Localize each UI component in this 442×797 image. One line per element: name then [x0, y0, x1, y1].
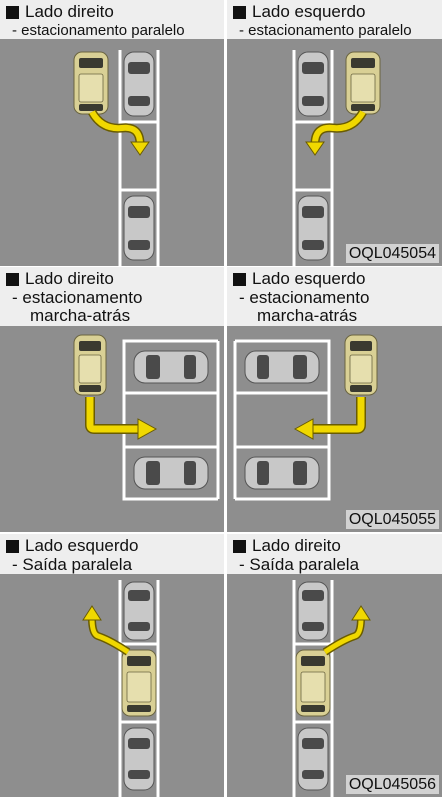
parking-lines: [118, 50, 160, 266]
caption-title: Lado esquerdo: [25, 536, 139, 555]
parallel-parking-left-illustration: [292, 50, 381, 266]
caption-title: Lado direito: [25, 269, 114, 288]
caption: Lado esquerdo - estacionamento marcha-at…: [227, 267, 442, 327]
caption: Lado direito - estacionamento marcha-atr…: [0, 267, 224, 327]
caption-line-3: marcha-atrás: [30, 306, 131, 326]
maneuvering-car: [295, 649, 331, 717]
maneuver-arrow: [305, 109, 367, 156]
figure-code: OQL045055: [345, 510, 439, 529]
parked-car-bottom: [133, 456, 209, 490]
caption-subtitle: - Saída paralela: [239, 554, 360, 574]
parked-car-bottom: [123, 195, 155, 261]
bullet-square: [233, 5, 246, 19]
maneuvering-car: [345, 51, 381, 115]
caption: Lado direito - estacionamento paralelo: [0, 0, 224, 40]
parked-car-top: [133, 350, 209, 384]
parking-lines: [233, 339, 331, 501]
parking-lines: [122, 339, 220, 501]
parking-lines: [292, 50, 334, 266]
parked-car-top: [297, 581, 329, 641]
maneuver-arrow: [82, 605, 131, 656]
parked-car-bottom: [123, 727, 155, 791]
caption-subtitle: - estacionamento paralelo: [239, 21, 412, 39]
panel-right-side-parallel-parking: Lado direito - estacionamento paralelo: [0, 0, 224, 266]
caption: Lado esquerdo - estacionamento paralelo: [227, 0, 442, 40]
caption-subtitle: - estacionamento paralelo: [12, 21, 185, 39]
parked-car-bottom: [244, 456, 320, 490]
figure-code: OQL045054: [345, 244, 439, 263]
section-reverse-parking: Lado direito - estacionamento marcha-atr…: [0, 267, 442, 532]
bullet-square: [233, 272, 246, 286]
caption-subtitle: - Saída paralela: [12, 554, 133, 574]
maneuver-arrow: [322, 605, 371, 656]
panel-left-side-parallel-parking: Lado esquerdo - estacionamento paralelo …: [227, 0, 442, 266]
parallel-parking-right-illustration: [73, 50, 160, 266]
maneuver-arrow: [85, 397, 158, 440]
figure-code: OQL045056: [345, 775, 439, 794]
parallel-exit-left-illustration: [82, 580, 160, 797]
bullet-square: [233, 539, 246, 553]
maneuvering-car: [73, 51, 109, 115]
parked-car-top: [123, 581, 155, 641]
caption: Lado direito - Saída paralela: [227, 534, 442, 575]
caption-title: Lado esquerdo: [252, 2, 366, 21]
maneuver-arrow: [293, 397, 366, 440]
panel-right-side-parallel-exit: Lado direito - Saída paralela OQL045056: [227, 534, 442, 797]
caption-title: Lado direito: [252, 536, 341, 555]
section-parallel-exit: Lado esquerdo - Saída paralela: [0, 534, 442, 797]
maneuvering-car: [73, 334, 107, 396]
section-parallel-parking: Lado direito - estacionamento paralelo: [0, 0, 442, 266]
caption: Lado esquerdo - Saída paralela: [0, 534, 224, 575]
caption-title: Lado direito: [25, 2, 114, 21]
maneuvering-car: [344, 334, 378, 396]
bullet-square: [6, 5, 19, 19]
caption-line-3: marcha-atrás: [257, 306, 358, 326]
maneuver-arrow: [88, 109, 150, 156]
caption-line-2: - estacionamento: [239, 287, 370, 307]
panel-right-side-reverse-parking: Lado direito - estacionamento marcha-atr…: [0, 267, 224, 532]
parking-lines: [118, 580, 160, 797]
bullet-square: [6, 539, 19, 553]
bullet-square: [6, 272, 19, 286]
parked-car-bottom: [297, 727, 329, 791]
parked-car-top: [297, 51, 329, 117]
parked-car-bottom: [297, 195, 329, 261]
parking-lines: [292, 580, 334, 797]
panel-left-side-reverse-parking: Lado esquerdo - estacionamento marcha-at…: [227, 267, 442, 532]
caption-line-2: - estacionamento: [12, 287, 143, 307]
parallel-exit-right-illustration: [292, 580, 371, 797]
parked-car-top: [123, 51, 155, 117]
maneuvering-car: [121, 649, 157, 717]
parked-car-top: [244, 350, 320, 384]
panel-left-side-parallel-exit: Lado esquerdo - Saída paralela: [0, 534, 224, 797]
reverse-parking-right-illustration: [73, 334, 220, 501]
reverse-parking-left-illustration: [233, 334, 378, 501]
caption-title: Lado esquerdo: [252, 269, 366, 288]
